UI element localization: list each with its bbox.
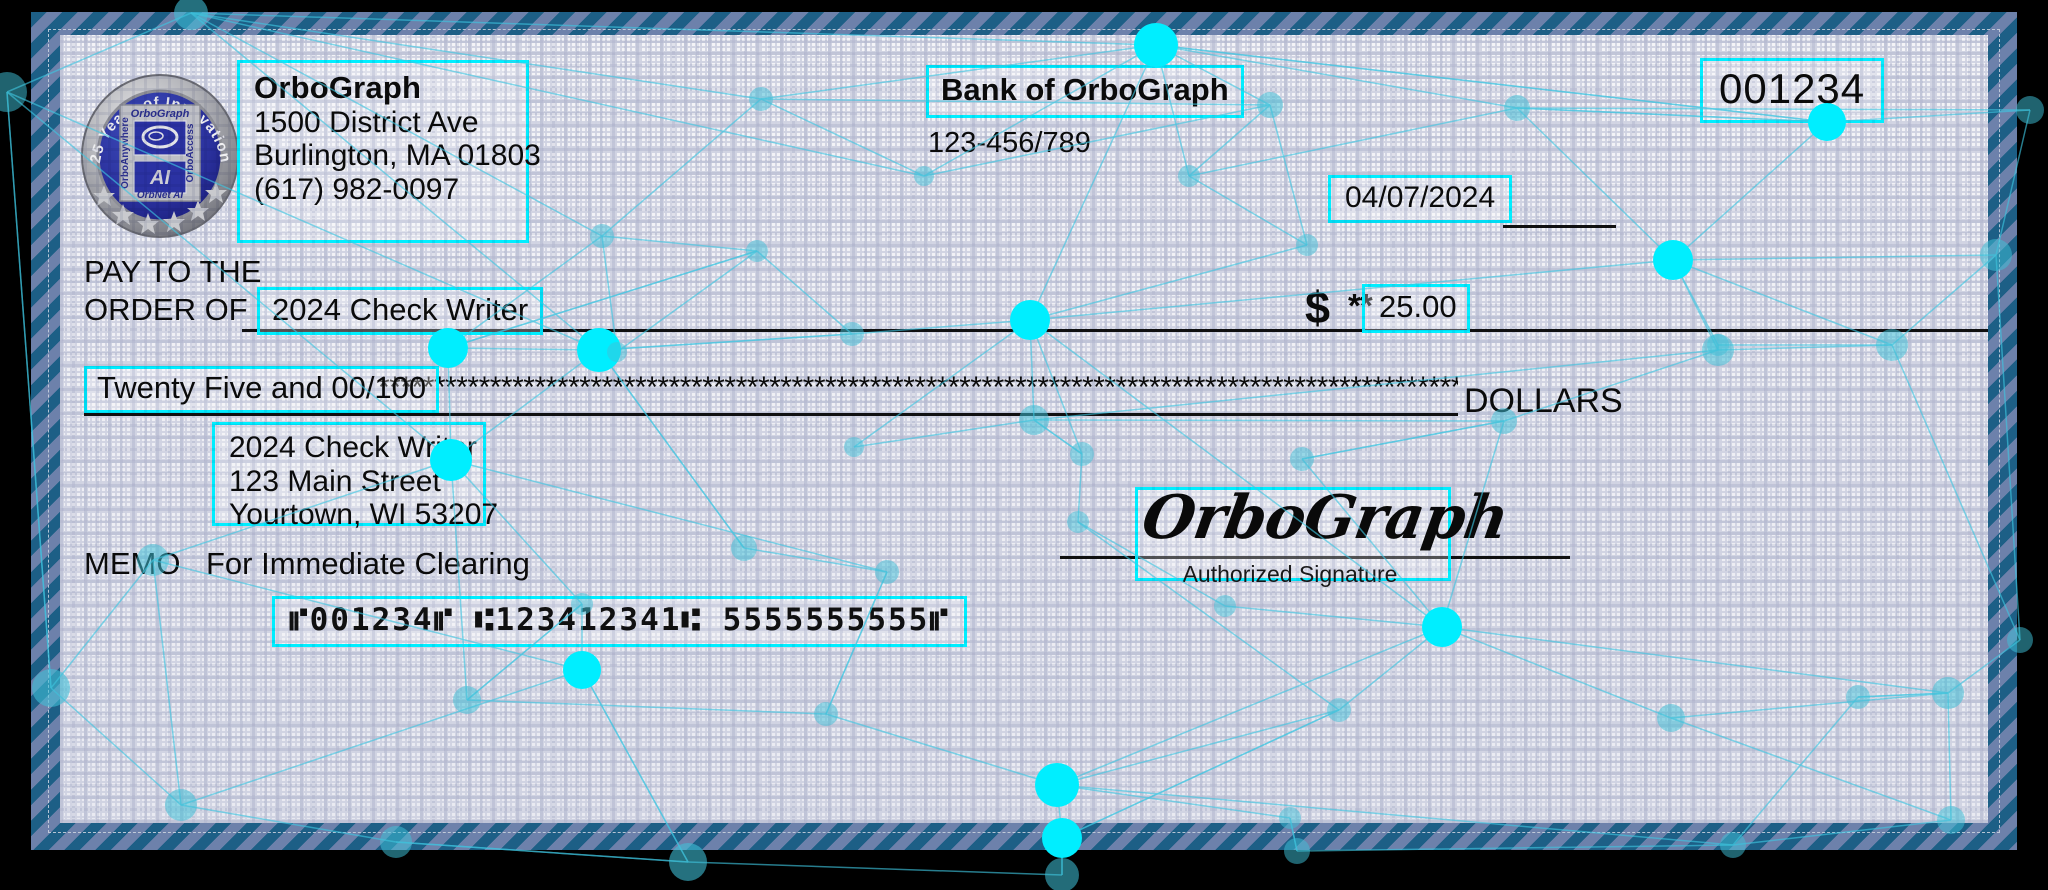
check-paper: 25 Years of Innovation OrboGraph Orb — [60, 35, 1988, 823]
bank-name: Bank of OrboGraph — [926, 65, 1244, 118]
payer-info-block: OrboGraph 1500 District Ave Burlington, … — [237, 60, 541, 243]
signature-box — [1135, 487, 1451, 581]
amount-rule-line — [1348, 329, 1988, 332]
payee-address-line2: 123 Main Street — [229, 464, 441, 498]
svg-text:OrboGraph: OrboGraph — [131, 108, 190, 120]
payee-address-line3: Yourtown, WI 53207 — [229, 498, 499, 532]
date-rule-line — [1503, 225, 1616, 228]
payer-address-line1: 1500 District Ave — [254, 105, 479, 139]
legal-amount-star-fill: ****************************************… — [378, 371, 1458, 404]
pay-to-label-line2: ORDER OF — [84, 291, 248, 327]
legal-amount-words: Twenty Five and 00/100 — [84, 366, 440, 413]
signature-rule-line — [1060, 556, 1570, 559]
payer-phone: (617) 982-0097 — [254, 172, 460, 206]
payee-name: 2024 Check Writer — [257, 287, 544, 335]
pay-to-order-label: PAY TO THE ORDER OF — [84, 253, 261, 329]
amount-numeric: 25.00 — [1362, 284, 1470, 333]
check-number: 001234 — [1700, 58, 1885, 124]
svg-text:AI: AI — [149, 167, 170, 189]
bank-fraction-number: 123-456/789 — [928, 127, 1091, 159]
micr-line: ⑈001234⑈ ⑆123412341⑆ 5555555555⑈ — [289, 602, 950, 638]
svg-text:25 Years of Innovation: 25 Years of Innovation — [87, 94, 234, 164]
payee-address-line1: 2024 Check Writer — [229, 431, 477, 464]
svg-text:OrboAnywhere: OrboAnywhere — [120, 117, 131, 189]
dollar-sign: $ — [1305, 282, 1331, 333]
orbograph-seal-logo: 25 Years of Innovation OrboGraph Orb — [78, 67, 243, 239]
svg-text:OrbNet AI: OrbNet AI — [137, 190, 184, 201]
micr-line-box: ⑈001234⑈ ⑆123412341⑆ 5555555555⑈ — [272, 596, 967, 647]
seal-icon: 25 Years of Innovation OrboGraph Orb — [81, 74, 239, 238]
amount-leading-stars: ** — [1348, 287, 1373, 324]
payer-name: OrboGraph — [254, 70, 422, 105]
check-date: 04/07/2024 — [1328, 175, 1513, 223]
payer-address-line2: Burlington, MA 01803 — [254, 139, 541, 173]
memo-label: MEMO — [84, 546, 181, 581]
signature-script: OrboGraph — [1137, 483, 1513, 553]
pay-to-label-line1: PAY TO THE — [84, 254, 262, 289]
check-document: 25 Years of Innovation OrboGraph Orb — [31, 12, 2017, 850]
dollars-label: DOLLARS — [1464, 382, 1623, 420]
legal-amount-rule-line — [84, 413, 1458, 416]
payee-address-block: 2024 Check Writer 123 Main Street Yourto… — [212, 422, 498, 531]
svg-text:OrboAccess: OrboAccess — [185, 123, 196, 182]
authorized-signature-label: Authorized Signature — [1182, 561, 1398, 587]
payee-rule-line — [242, 329, 1452, 332]
memo-text: For Immediate Clearing — [206, 546, 530, 581]
